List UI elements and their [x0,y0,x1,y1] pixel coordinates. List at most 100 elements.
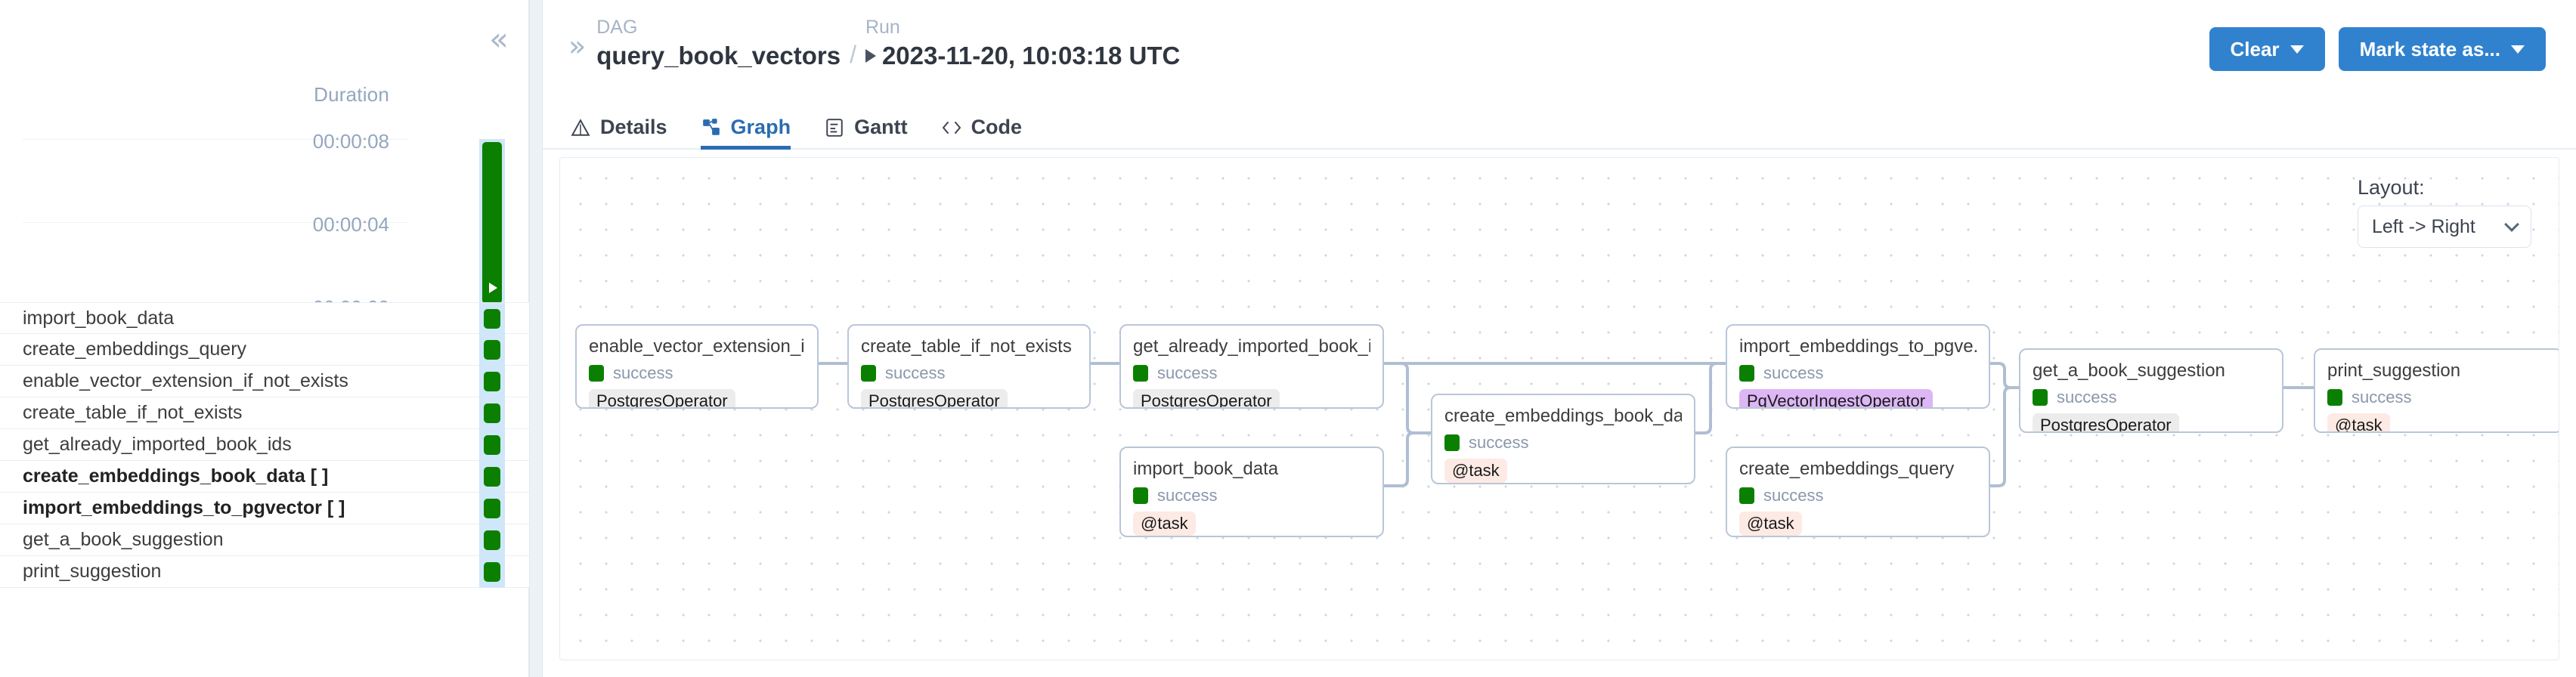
breadcrumb-dag-label: DAG [596,17,638,38]
chevron-down-icon [2504,217,2519,232]
tab-gantt[interactable]: Gantt [824,116,908,148]
task-instance-cell[interactable] [479,461,505,493]
graph-node-state: success [2033,388,2270,407]
status-badge [484,403,500,423]
duration-gridline [23,139,408,140]
status-badge [589,365,604,382]
task-row[interactable]: create_embeddings_book_data [ ] [0,461,529,493]
graph-node-operator-badge: @task [1444,459,1507,483]
graph-node-title: create_table_if_not_exists [861,336,1072,357]
task-instance-cell[interactable] [479,303,505,335]
breadcrumb: DAG query_book_vectors / Run 2023-11-20,… [596,17,2209,70]
status-badge [1739,487,1754,504]
panel-resize-handle[interactable] [529,0,543,677]
status-badge [1133,487,1148,504]
breadcrumb-run-value-row: 2023-11-20, 10:03:18 UTC [865,42,1180,70]
tab-code[interactable]: Code [941,116,1022,148]
chevron-double-left-icon[interactable]: « [489,20,509,57]
graph-edges [817,362,2315,487]
warning-triangle-icon [570,117,591,138]
task-row-name: get_a_book_suggestion [23,529,224,550]
task-row-name: import_embeddings_to_pgvector [ ] [23,497,345,518]
tab-graph[interactable]: Graph [700,116,791,150]
task-row[interactable]: import_book_data [0,302,529,335]
graph-edge [1382,362,1432,434]
layout-select-value: Left -> Right [2372,215,2475,237]
task-row-name: import_book_data [23,307,175,329]
graph-node-state: success [1133,486,1370,505]
play-icon [489,283,497,293]
graph-node-state-label: success [2352,388,2412,407]
task-instance-cell[interactable] [479,556,505,588]
breadcrumb-separator: / [850,41,856,68]
clear-button[interactable]: Clear [2209,27,2325,71]
mark-state-as-button-label: Mark state as... [2359,37,2500,60]
graph-node-operator-badge: PostgresOperator [1133,389,1280,407]
tab-label: Details [600,116,667,138]
graph-node-state-label: success [885,363,946,382]
graph-node[interactable]: enable_vector_extension_if_n...successPo… [575,324,819,409]
breadcrumb-dag-name[interactable]: query_book_vectors [596,42,841,70]
status-badge [484,372,500,391]
graph-node-title: create_embeddings_book_da... [1444,406,1682,426]
task-instance-cell[interactable] [479,366,505,397]
duration-gridline [23,222,408,223]
tab-details[interactable]: Details [570,116,667,148]
breadcrumb-run-value[interactable]: 2023-11-20, 10:03:18 UTC [881,42,1181,70]
graph-node-state: success [1739,486,1977,505]
task-instance-cell[interactable] [479,524,505,556]
graph-node-state: success [589,363,805,383]
status-badge [484,499,500,518]
task-row[interactable]: print_suggestion [0,556,529,588]
layout-label: Layout: [2358,176,2425,199]
graph-node-state-label: success [613,363,673,382]
task-row[interactable]: get_already_imported_book_ids [0,429,529,461]
details-panel: » DAG query_book_vectors / Run 2023-11-2… [543,0,2576,677]
graph-node-state: success [1133,363,1370,383]
graph-node-operator-badge: PostgresOperator [2033,413,2179,431]
task-row-name: enable_vector_extension_if_not_exists [23,370,348,391]
layout-select[interactable]: Left -> Right [2358,206,2531,248]
grid-panel: « Duration 00:00:08 00:00:04 00:00:00 im… [0,0,529,677]
mark-state-as-button[interactable]: Mark state as... [2338,27,2546,71]
chevron-down-icon [2290,45,2304,54]
task-row[interactable]: get_a_book_suggestion [0,524,529,556]
task-instance-cell[interactable] [479,429,505,461]
graph-node-state: success [2327,388,2550,407]
breadcrumb-run-label: Run [865,17,900,38]
graph-edge [1989,362,2020,389]
task-instance-cell[interactable] [479,397,505,429]
status-badge [484,435,500,455]
graph-node[interactable]: create_embeddings_book_da...success @task [1431,394,1695,484]
task-row-name: create_table_if_not_exists [23,402,243,423]
task-row-name: get_already_imported_book_ids [23,434,292,455]
graph-edge [1694,362,1727,434]
play-icon [865,49,876,63]
clear-button-label: Clear [2230,37,2280,60]
duration-bar[interactable] [482,142,502,304]
graph-node-title: import_book_data [1133,459,1279,479]
breadcrumb-dag: DAG query_book_vectors [596,17,841,70]
graph-node-title: create_embeddings_query [1739,459,1955,479]
page-header: » DAG query_book_vectors / Run 2023-11-2… [543,0,2576,100]
graph-node-title: get_a_book_suggestion [2033,360,2225,381]
task-row[interactable]: create_embeddings_query [0,334,529,366]
task-row[interactable]: enable_vector_extension_if_not_exists [0,366,529,397]
graph-node-state-label: success [1469,433,1529,452]
graph-node-state: success [1739,363,1977,383]
graph-view: Layout: Left -> Right enable_vector_exte… [543,150,2576,677]
graph-canvas[interactable]: Layout: Left -> Right enable_vector_exte… [559,157,2559,660]
task-instance-cell[interactable] [479,334,505,366]
task-row[interactable]: import_embeddings_to_pgvector [ ] [0,493,529,524]
task-row[interactable]: create_table_if_not_exists [0,397,529,429]
task-instance-cell[interactable] [479,493,505,524]
chevron-double-right-icon[interactable]: » [568,29,587,63]
